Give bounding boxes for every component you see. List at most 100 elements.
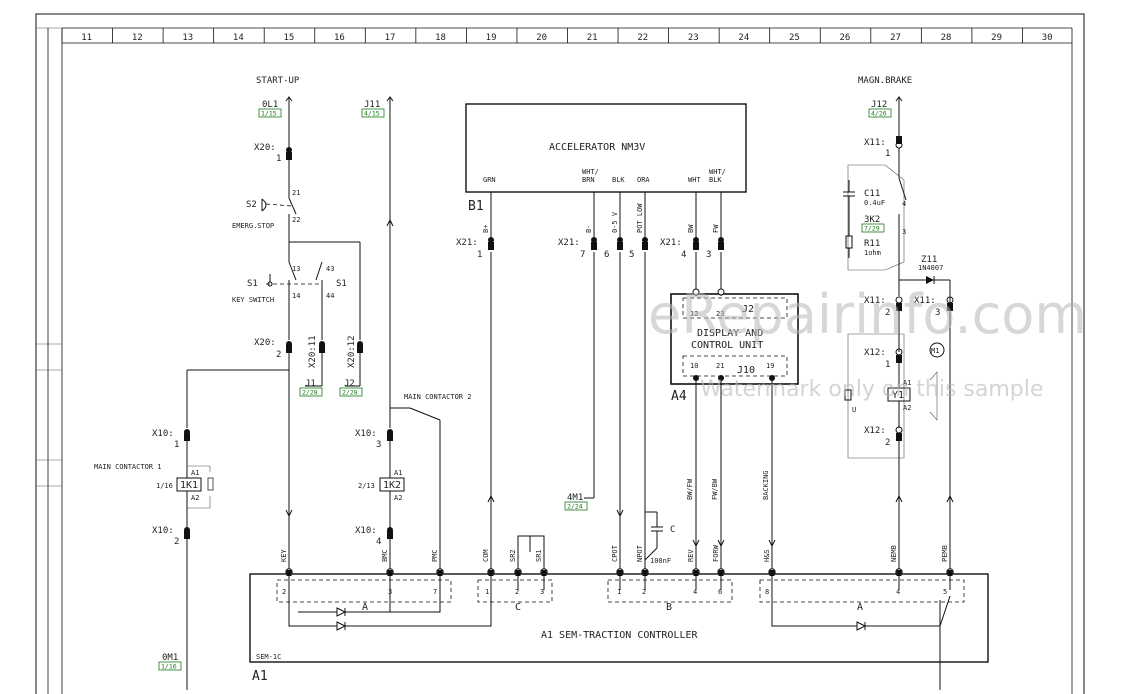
s1-desc: KEY SWITCH — [232, 296, 274, 304]
controller-signal-label: PEMB — [941, 545, 949, 562]
accel-signal-label: B+ — [482, 225, 490, 233]
pin-b-4: 4 — [693, 588, 697, 596]
column-number: 28 — [941, 33, 952, 43]
section-title-brake: MAGN.BRAKE — [858, 76, 912, 86]
r11-label: R11 — [864, 239, 880, 249]
s2-label: S2 — [246, 200, 257, 210]
x11-1-label: X11: — [864, 138, 886, 148]
capacitor-value: 100nF — [650, 557, 671, 565]
x12-1-label: X12: — [864, 348, 886, 358]
k1-desc: MAIN CONTACTOR 1 — [94, 463, 161, 471]
x10-2-label: X10: — [152, 526, 174, 536]
s1-label-b: S1 — [336, 279, 347, 289]
k1-a2: A2 — [191, 494, 199, 502]
column-number: 22 — [637, 33, 648, 43]
display-title-2: CONTROL UNIT — [691, 340, 763, 351]
brake-pin-4: 4 — [902, 200, 906, 208]
column-number: 27 — [890, 33, 901, 43]
column-number: 15 — [283, 33, 294, 43]
pin-b-6: 6 — [718, 588, 722, 596]
column-number: 14 — [233, 33, 244, 43]
display-ref: A4 — [671, 389, 687, 404]
accelerator-title: ACCELERATOR NM3V — [549, 142, 645, 153]
x11-2-label: X11: — [864, 296, 886, 306]
accel-wire-label: BLK — [709, 176, 722, 184]
pin-c-2: 2 — [515, 588, 519, 596]
pin-a2-4: 4 — [896, 588, 900, 596]
controller-signal-label: SR2 — [509, 549, 517, 562]
s1-pin-43: 43 — [326, 265, 334, 273]
accel-wire-label: WHT/ — [709, 168, 726, 176]
controller-title: A1 SEM-TRACTION CONTROLLER — [541, 630, 699, 641]
accel-signal-label: BW — [687, 224, 695, 233]
column-number: 12 — [132, 33, 143, 43]
k2-ref: 2/13 — [358, 482, 375, 490]
controller-ref: A1 — [252, 669, 268, 684]
pin-a2-5: 5 — [943, 588, 947, 596]
x21-4-label: X21: — [660, 238, 682, 248]
side-label-bwfw: BW/FW — [686, 478, 694, 500]
column-number: 30 — [1042, 33, 1053, 43]
x21-6-pin: 6 — [604, 250, 609, 260]
display-j2: J2 — [742, 304, 754, 315]
ref-j11: J11 — [364, 100, 380, 110]
group-c: C — [515, 602, 521, 613]
x10-2-pin: 2 — [174, 537, 179, 547]
k2-label: 1K2 — [383, 480, 401, 491]
group-b: B — [666, 602, 672, 613]
column-number: 18 — [435, 33, 446, 43]
x12-2-label: X12: — [864, 426, 886, 436]
x10-3-label: X10: — [355, 429, 377, 439]
controller-signal-label: PMC — [431, 549, 439, 562]
column-number: 17 — [385, 33, 396, 43]
pin-b-1: 1 — [617, 588, 621, 596]
ref-4m1-page: 2/24 — [567, 503, 583, 511]
x21-3-pin: 3 — [706, 250, 711, 260]
c11-value: 0.4uF — [864, 199, 885, 207]
x20-2-label: X20: — [254, 338, 276, 348]
group-a2: A — [857, 602, 863, 613]
column-number: 21 — [587, 33, 598, 43]
s2-pin-a: 21 — [292, 189, 300, 197]
controller-signal-label: COM — [482, 549, 490, 562]
x21-7-pin: 7 — [580, 250, 585, 260]
brake-pin-3: 3 — [902, 228, 906, 236]
accel-wire-label: GRN — [483, 176, 496, 184]
display-j10: J10 — [737, 365, 755, 376]
k32-label: 3K2 — [864, 215, 880, 225]
x11-2-pin: 2 — [885, 308, 890, 318]
ref-j1-page: 2/28 — [302, 389, 318, 397]
c11-label: C11 — [864, 189, 880, 199]
column-number: 25 — [789, 33, 800, 43]
ref-4m1: 4M1 — [567, 493, 583, 503]
k1-ref: 1/16 — [156, 482, 173, 490]
controller-signal-label: BMC — [381, 549, 389, 562]
x10-1-label: X10: — [152, 429, 174, 439]
display-title-1: DISPLAY AND — [697, 328, 763, 339]
column-number: 20 — [536, 33, 547, 43]
k2-a1: A1 — [394, 469, 402, 477]
ref-j2: J2 — [344, 379, 355, 389]
watermark-main: eRepairinfo.com — [648, 283, 1087, 346]
pin-a-3: 3 — [388, 588, 392, 596]
ref-0l1-page: 1/15 — [261, 110, 277, 118]
k1-a1: A1 — [191, 469, 199, 477]
ref-j11-page: 4/15 — [364, 110, 380, 118]
x12-2-pin: 2 — [885, 438, 890, 448]
pin-a-2: 2 — [282, 588, 286, 596]
x12-1-pin: 1 — [885, 360, 890, 370]
controller-signal-label: NEMB — [890, 545, 898, 562]
s1-pin-44: 44 — [326, 292, 334, 300]
s1-pin-13: 13 — [292, 265, 300, 273]
column-number: 26 — [840, 33, 851, 43]
display-j10-pin-21: 21 — [716, 362, 724, 370]
k1-label: 1K1 — [180, 480, 198, 491]
k2-desc: MAIN CONTACTOR 2 — [404, 393, 471, 401]
pin-b-2: 2 — [642, 588, 646, 596]
x11-3-label: X11: — [914, 296, 936, 306]
x11-1-pin: 1 — [885, 149, 890, 159]
s2-pin-b: 22 — [292, 216, 300, 224]
accelerator-ref: B1 — [468, 199, 484, 214]
controller-sub: SEM-1C — [256, 653, 281, 661]
ref-0l1: 0L1 — [262, 100, 278, 110]
